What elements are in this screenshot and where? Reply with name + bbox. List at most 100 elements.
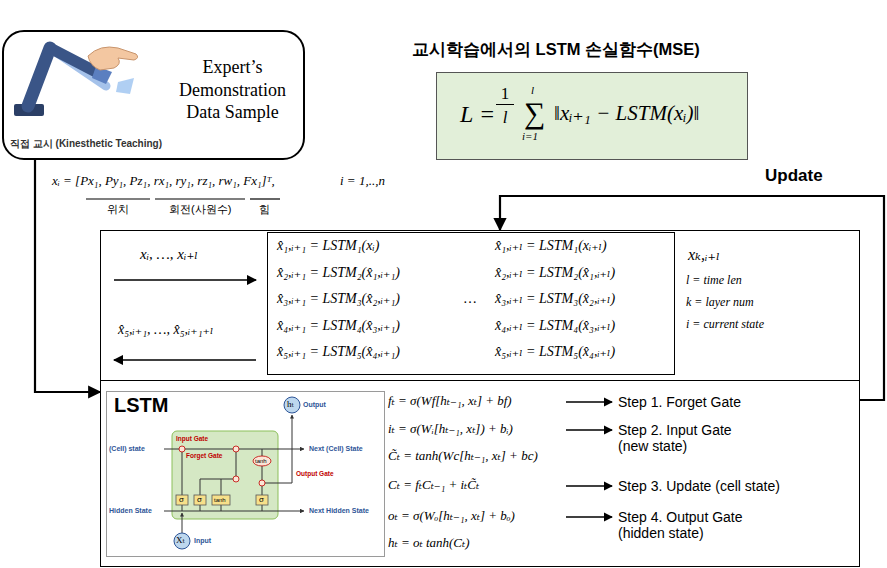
index-range: i = 1,..,n	[340, 174, 385, 189]
gate-symbol: σ	[259, 496, 264, 504]
edge-label: Update	[765, 166, 823, 186]
decor-line	[221, 505, 222, 511]
decor-line	[28, 48, 50, 106]
gate-equation: fₜ = σ(Wf[hₜ₋₁, xₜ] + bf)	[388, 394, 512, 409]
decor-line	[262, 449, 263, 456]
gate-equation: iₜ = σ(Wᵢ[hₜ₋₁, xₜ]) + bᵢ)	[388, 422, 513, 437]
decor-line	[236, 452, 237, 476]
tanh-symbol: tanh	[255, 458, 267, 464]
unrolled-lstm-box: x̂₁,ᵢ₊₁ = LSTM₁(xᵢ) x̂₁,ᵢ₊ₗ = LSTM₁(xᵢ₊ₗ)…	[267, 232, 675, 375]
loss-box: L =1ll∑i=1‖xᵢ₊₁ − LSTM(xᵢ)‖	[436, 72, 748, 160]
gate-symbol: σ	[179, 496, 184, 504]
gate-equation: C̃ₜ = tanh(Wc[hₜ₋₁, xₜ] + bc)	[388, 449, 538, 464]
decor-line	[262, 505, 263, 511]
bracket-label: 회전(사원수)	[169, 203, 231, 216]
formula-body: ‖xᵢ₊₁ − LSTM(xᵢ)‖	[554, 101, 699, 125]
fraction-denominator: l	[496, 108, 514, 128]
rollout-section: xᵢ, …, xᵢ₊ₗ x̂₅,ᵢ₊₁, …, x̂₅,ᵢ₊₁₊ₗ xₖ,ᵢ₊ₗ l …	[100, 230, 860, 381]
lstm-cell-figure: LSTM (Cell) stateHidden State Input GateFo…	[106, 391, 385, 557]
gate-symbol: tanh	[214, 497, 226, 503]
layer-equation: x̂₄,ᵢ₊ₗ = LSTM₄(x̂₃,ᵢ₊ₗ)	[495, 318, 615, 334]
notation-note: l = time len	[686, 274, 742, 288]
decor-line	[292, 415, 293, 483]
demo-title: Expert’s Demonstration Data Sample	[165, 56, 300, 124]
step-label: Step 2. Input Gate (new state)	[618, 422, 754, 454]
gate-equation: hₜ = oₜ tanh(Cₜ)	[388, 536, 470, 551]
lstm-heading: LSTM	[114, 394, 168, 417]
layer-equation: x̂₄,ᵢ₊₁ = LSTM₄(x̂₃,ᵢ₊₁)	[277, 318, 400, 334]
bracket-label: 힘	[259, 203, 270, 216]
input-sequence: xᵢ, …, xᵢ₊ₗ	[140, 246, 198, 263]
layer-equation: x̂₁,ᵢ₊ₗ = LSTM₁(xᵢ₊ₗ)	[495, 238, 607, 254]
sum-lower-limit: i=1	[522, 130, 538, 143]
decor-line	[566, 429, 612, 430]
decor-line	[250, 198, 280, 199]
decor-line	[200, 479, 233, 480]
notation-note: i = current state	[686, 318, 764, 332]
gate-symbol: σ	[197, 496, 202, 504]
gate-equation: oₜ = σ(Wₒ[hₜ₋₁, xₜ] + bₒ)	[388, 509, 515, 524]
demo-box: 직접 교시 (Kinesthetic Teaching)Expert’s Dem…	[2, 30, 305, 160]
decor-line	[114, 279, 256, 281]
state-label: Next (Cell) State	[309, 445, 363, 452]
layer-equation: x̂₅,ᵢ₊₁ = LSTM₅(x̂₄,ᵢ₊₁)	[277, 344, 400, 360]
decor-line	[265, 483, 292, 484]
decor-polygon	[116, 78, 134, 94]
decor-rect	[256, 495, 268, 505]
ellipsis: …	[463, 291, 477, 307]
sum-upper-limit: l	[531, 84, 534, 97]
decor-rect	[176, 495, 188, 505]
decor-circle	[284, 397, 300, 413]
gate-label: Output Gate	[296, 471, 334, 478]
decor-rect	[194, 495, 206, 505]
decor-line	[262, 486, 263, 495]
layer-equation: x̂₅,ᵢ₊ₗ = LSTM₅(x̂₄,ᵢ₊ₗ)	[495, 344, 615, 360]
decor-line	[262, 466, 263, 480]
notation-symbol: xₖ,ᵢ₊ₗ	[688, 246, 720, 264]
layer-equation: x̂₁,ᵢ₊₁ = LSTM₁(xᵢ)	[277, 238, 379, 254]
decor-line	[182, 513, 183, 533]
decor-circle	[233, 446, 239, 452]
step-label: Step 4. Output Gate (hidden state)	[618, 509, 768, 541]
decor-line	[86, 198, 150, 199]
state-vector: xᵢ = [Px₁, Py₁, Pz₁, rx₁, ry₁, rz₁, rw₁,…	[52, 174, 275, 189]
layer-equation: x̂₃,ᵢ₊₁ = LSTM₃(x̂₂,ᵢ₊₁)	[277, 291, 400, 307]
bracket-label: 위치	[107, 203, 129, 216]
decor-line	[155, 198, 245, 199]
decor-line	[114, 359, 256, 361]
connector	[35, 160, 100, 392]
io-symbol: hₜ	[287, 400, 294, 409]
decor-rect	[212, 495, 230, 505]
diagram-title: 교시학습에서의 LSTM 손실함수(MSE)	[412, 40, 700, 59]
gate-label: Forget Gate	[186, 453, 222, 460]
decor-circle	[179, 446, 185, 452]
step-label: Step 3. Update (cell state)	[618, 478, 780, 494]
decor-line	[200, 479, 201, 495]
output-sequence: x̂₅,ᵢ₊₁, …, x̂₅,ᵢ₊₁₊ₗ	[118, 322, 213, 338]
gate-label: Input Gate	[176, 436, 208, 443]
decor-line	[566, 516, 612, 517]
decor-circle	[233, 476, 239, 482]
decor-ellipse	[253, 456, 271, 466]
step-label: Step 1. Forget Gate	[618, 394, 741, 410]
decor-line	[566, 401, 612, 402]
gate-equation: Cₜ = fₜCₜ₋₁ + iₜC̃ₜ	[388, 478, 479, 493]
decor-line	[164, 510, 304, 511]
state-label: Hidden State	[109, 507, 152, 514]
state-label: (Cell) state	[109, 445, 145, 452]
fraction-numerator: 1	[496, 84, 514, 105]
decor-rect	[172, 431, 278, 519]
decor-line	[566, 485, 612, 486]
io-label: Output	[303, 401, 326, 408]
formula-lhs: L =	[460, 101, 495, 129]
robot-arm-illustration	[14, 47, 138, 116]
notation-note: k = layer num	[686, 296, 754, 310]
lstm-section: fₜ = σ(Wf[hₜ₋₁, xₜ] + bf) iₜ = σ(Wᵢ[hₜ₋₁,…	[100, 380, 860, 567]
state-label: Next Hidden State	[309, 507, 369, 514]
decor-line	[221, 479, 222, 495]
layer-equation: x̂₃,ᵢ₊ₗ = LSTM₃(x̂₂,ᵢ₊ₗ)	[495, 291, 615, 307]
io-label: Input	[194, 537, 211, 544]
decor-circle	[174, 533, 190, 549]
decor-path	[88, 47, 138, 70]
